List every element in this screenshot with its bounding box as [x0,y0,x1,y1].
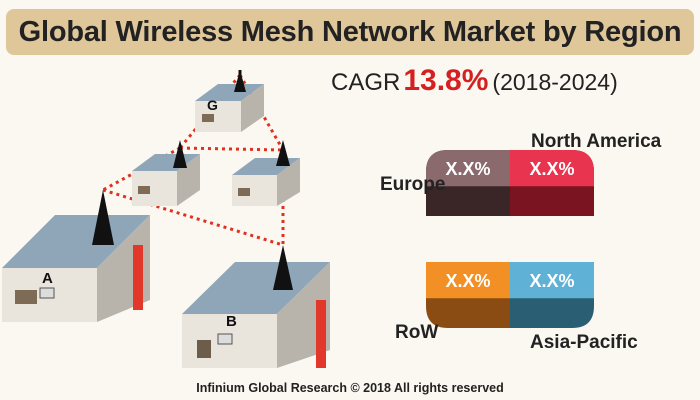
node-label-b: B [226,313,237,330]
mesh-network-illustration: G A B [2,70,330,368]
house-node-g: G [195,70,264,132]
legend-row: RoW [395,322,439,343]
cagr-block: CAGR 13.8% (2018-2024) [331,64,618,104]
footer-copyright: Infinium Global Research © 2018 All righ… [196,381,504,395]
pie-slice-europe [426,150,510,187]
pie-slice-asia-pacific [510,262,594,299]
cagr-value: 13.8% [403,64,489,97]
pie-value-label-row: X.X% [445,271,490,291]
house-node-middle-left [132,140,200,206]
house-node-b: B [182,245,330,368]
node-label-a: A [42,270,53,287]
region-pie-chart: X.X% X.X% X.X% X.X% [426,150,594,328]
cagr-label: CAGR [331,69,401,96]
house-node-middle-right [232,140,300,206]
pie-value-label-asia-pacific: X.X% [529,271,574,291]
legend-europe: Europe [380,174,446,195]
pie-slice-row [426,262,510,299]
house-node-a: A [2,190,150,322]
pie-value-label-north-america: X.X% [529,159,574,179]
page-title: Global Wireless Mesh Network Market by R… [18,15,682,48]
pie-value-label-europe: X.X% [445,159,490,179]
cagr-period: (2018-2024) [492,69,618,95]
pie-slice-north-america [510,150,594,187]
title-bar: Global Wireless Mesh Network Market by R… [6,9,694,55]
legend-asia-pacific: Asia-Pacific [530,332,638,353]
node-label-g: G [207,97,218,113]
legend-north-america: North America [531,131,662,152]
